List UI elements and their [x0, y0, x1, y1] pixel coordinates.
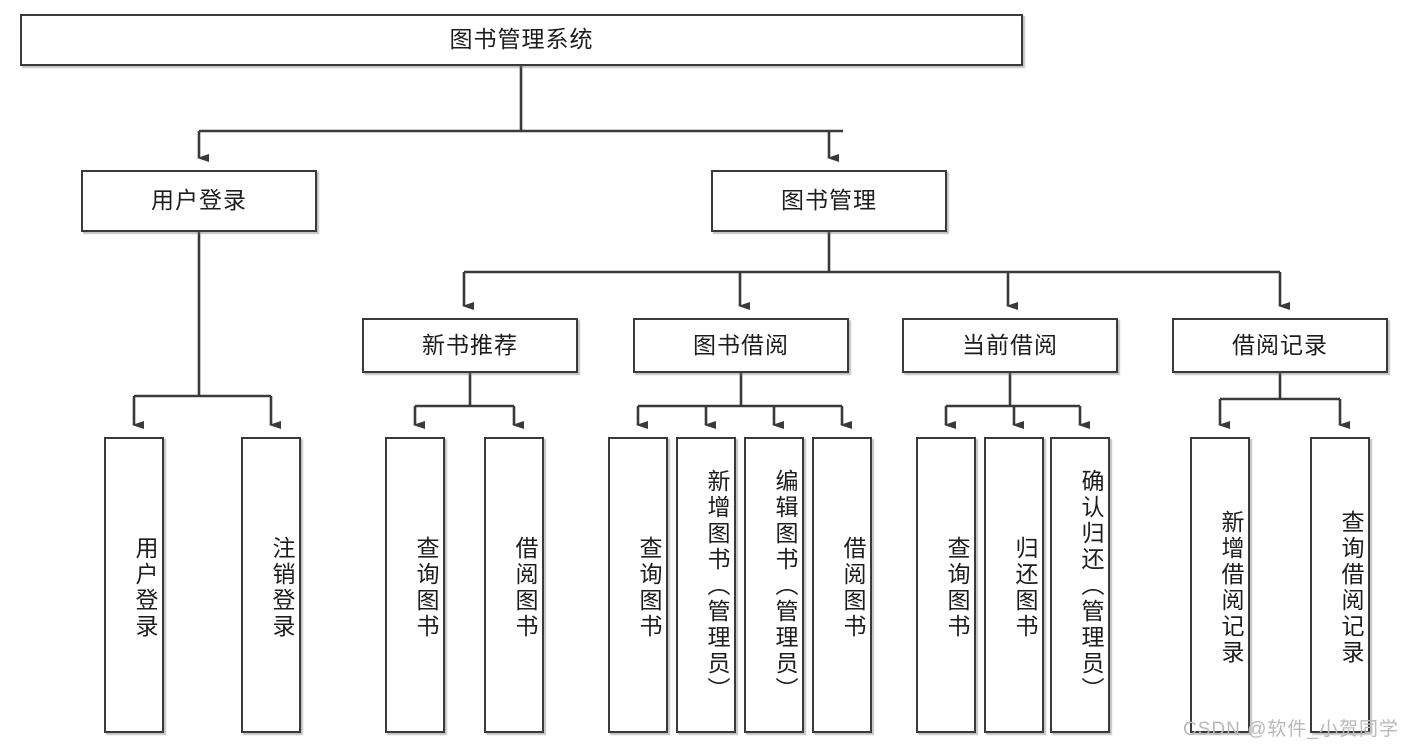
- node-new-book-recommend[interactable]: 新书推荐: [362, 318, 578, 373]
- watermark-text: CSDN @软件_小贺同学: [1183, 719, 1399, 740]
- node-book-management[interactable]: 图书管理: [711, 170, 947, 232]
- leaf-query-books-borrow[interactable]: 查询图书: [608, 437, 668, 733]
- leaf-edit-book-admin[interactable]: 编辑图书（管理员）: [744, 437, 804, 733]
- leaf-user-login[interactable]: 用户登录: [104, 437, 164, 733]
- leaf-query-books-current[interactable]: 查询图书: [916, 437, 976, 733]
- leaf-borrow-books-recommend[interactable]: 借阅图书: [484, 437, 544, 733]
- node-user-login[interactable]: 用户登录: [81, 170, 317, 232]
- leaf-query-books-recommend[interactable]: 查询图书: [385, 437, 445, 733]
- leaf-logout[interactable]: 注销登录: [241, 437, 301, 733]
- node-current-borrow[interactable]: 当前借阅: [902, 318, 1118, 373]
- leaf-add-borrow-record[interactable]: 新增借阅记录: [1190, 437, 1250, 733]
- node-book-borrow[interactable]: 图书借阅: [633, 318, 849, 373]
- leaf-borrow-book[interactable]: 借阅图书: [812, 437, 872, 733]
- leaf-add-book-admin[interactable]: 新增图书（管理员）: [676, 437, 736, 733]
- leaf-return-book[interactable]: 归还图书: [984, 437, 1044, 733]
- leaf-query-borrow-record[interactable]: 查询借阅记录: [1310, 437, 1370, 733]
- node-root-system[interactable]: 图书管理系统: [20, 14, 1023, 66]
- node-borrow-record[interactable]: 借阅记录: [1172, 318, 1388, 373]
- leaf-confirm-return-admin[interactable]: 确认归还（管理员）: [1050, 437, 1110, 733]
